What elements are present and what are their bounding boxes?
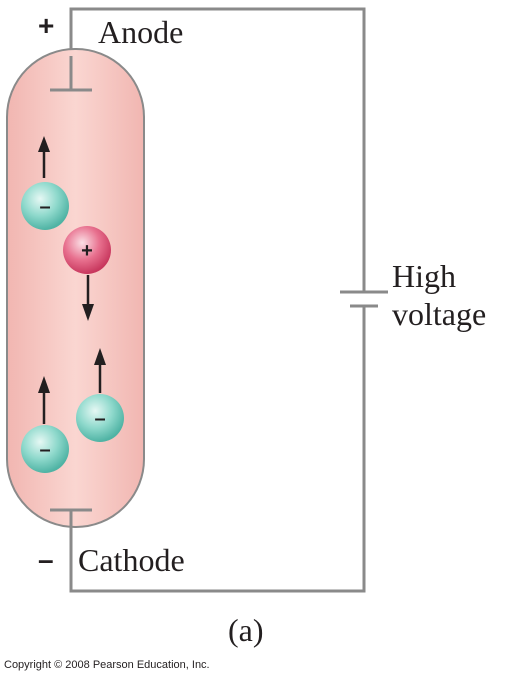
- negative-ion-1: [21, 136, 69, 230]
- ion-sign: –: [39, 196, 50, 218]
- circuit-wire: [69, 7, 366, 593]
- negative-ion-3: [21, 376, 69, 473]
- positive-ion: [63, 226, 111, 321]
- panel-label: (a): [228, 612, 264, 648]
- cathode-polarity-sign: –: [38, 544, 54, 575]
- ion-sign: –: [94, 408, 105, 430]
- cathode-electrode: [50, 508, 92, 530]
- anode-label: Anode: [98, 14, 184, 50]
- cathode-label: Cathode: [78, 542, 185, 578]
- copyright-notice: Copyright © 2008 Pearson Education, Inc.: [4, 659, 210, 671]
- high-voltage-label-line2: voltage: [392, 296, 487, 332]
- battery-symbol: [340, 290, 388, 308]
- anode-electrode: [50, 56, 92, 92]
- ion-sign: –: [39, 439, 50, 461]
- ion-sign: +: [81, 240, 93, 262]
- high-voltage-label-line1: High: [392, 258, 456, 294]
- anode-polarity-sign: +: [38, 10, 55, 41]
- negative-ion-2: [76, 348, 124, 442]
